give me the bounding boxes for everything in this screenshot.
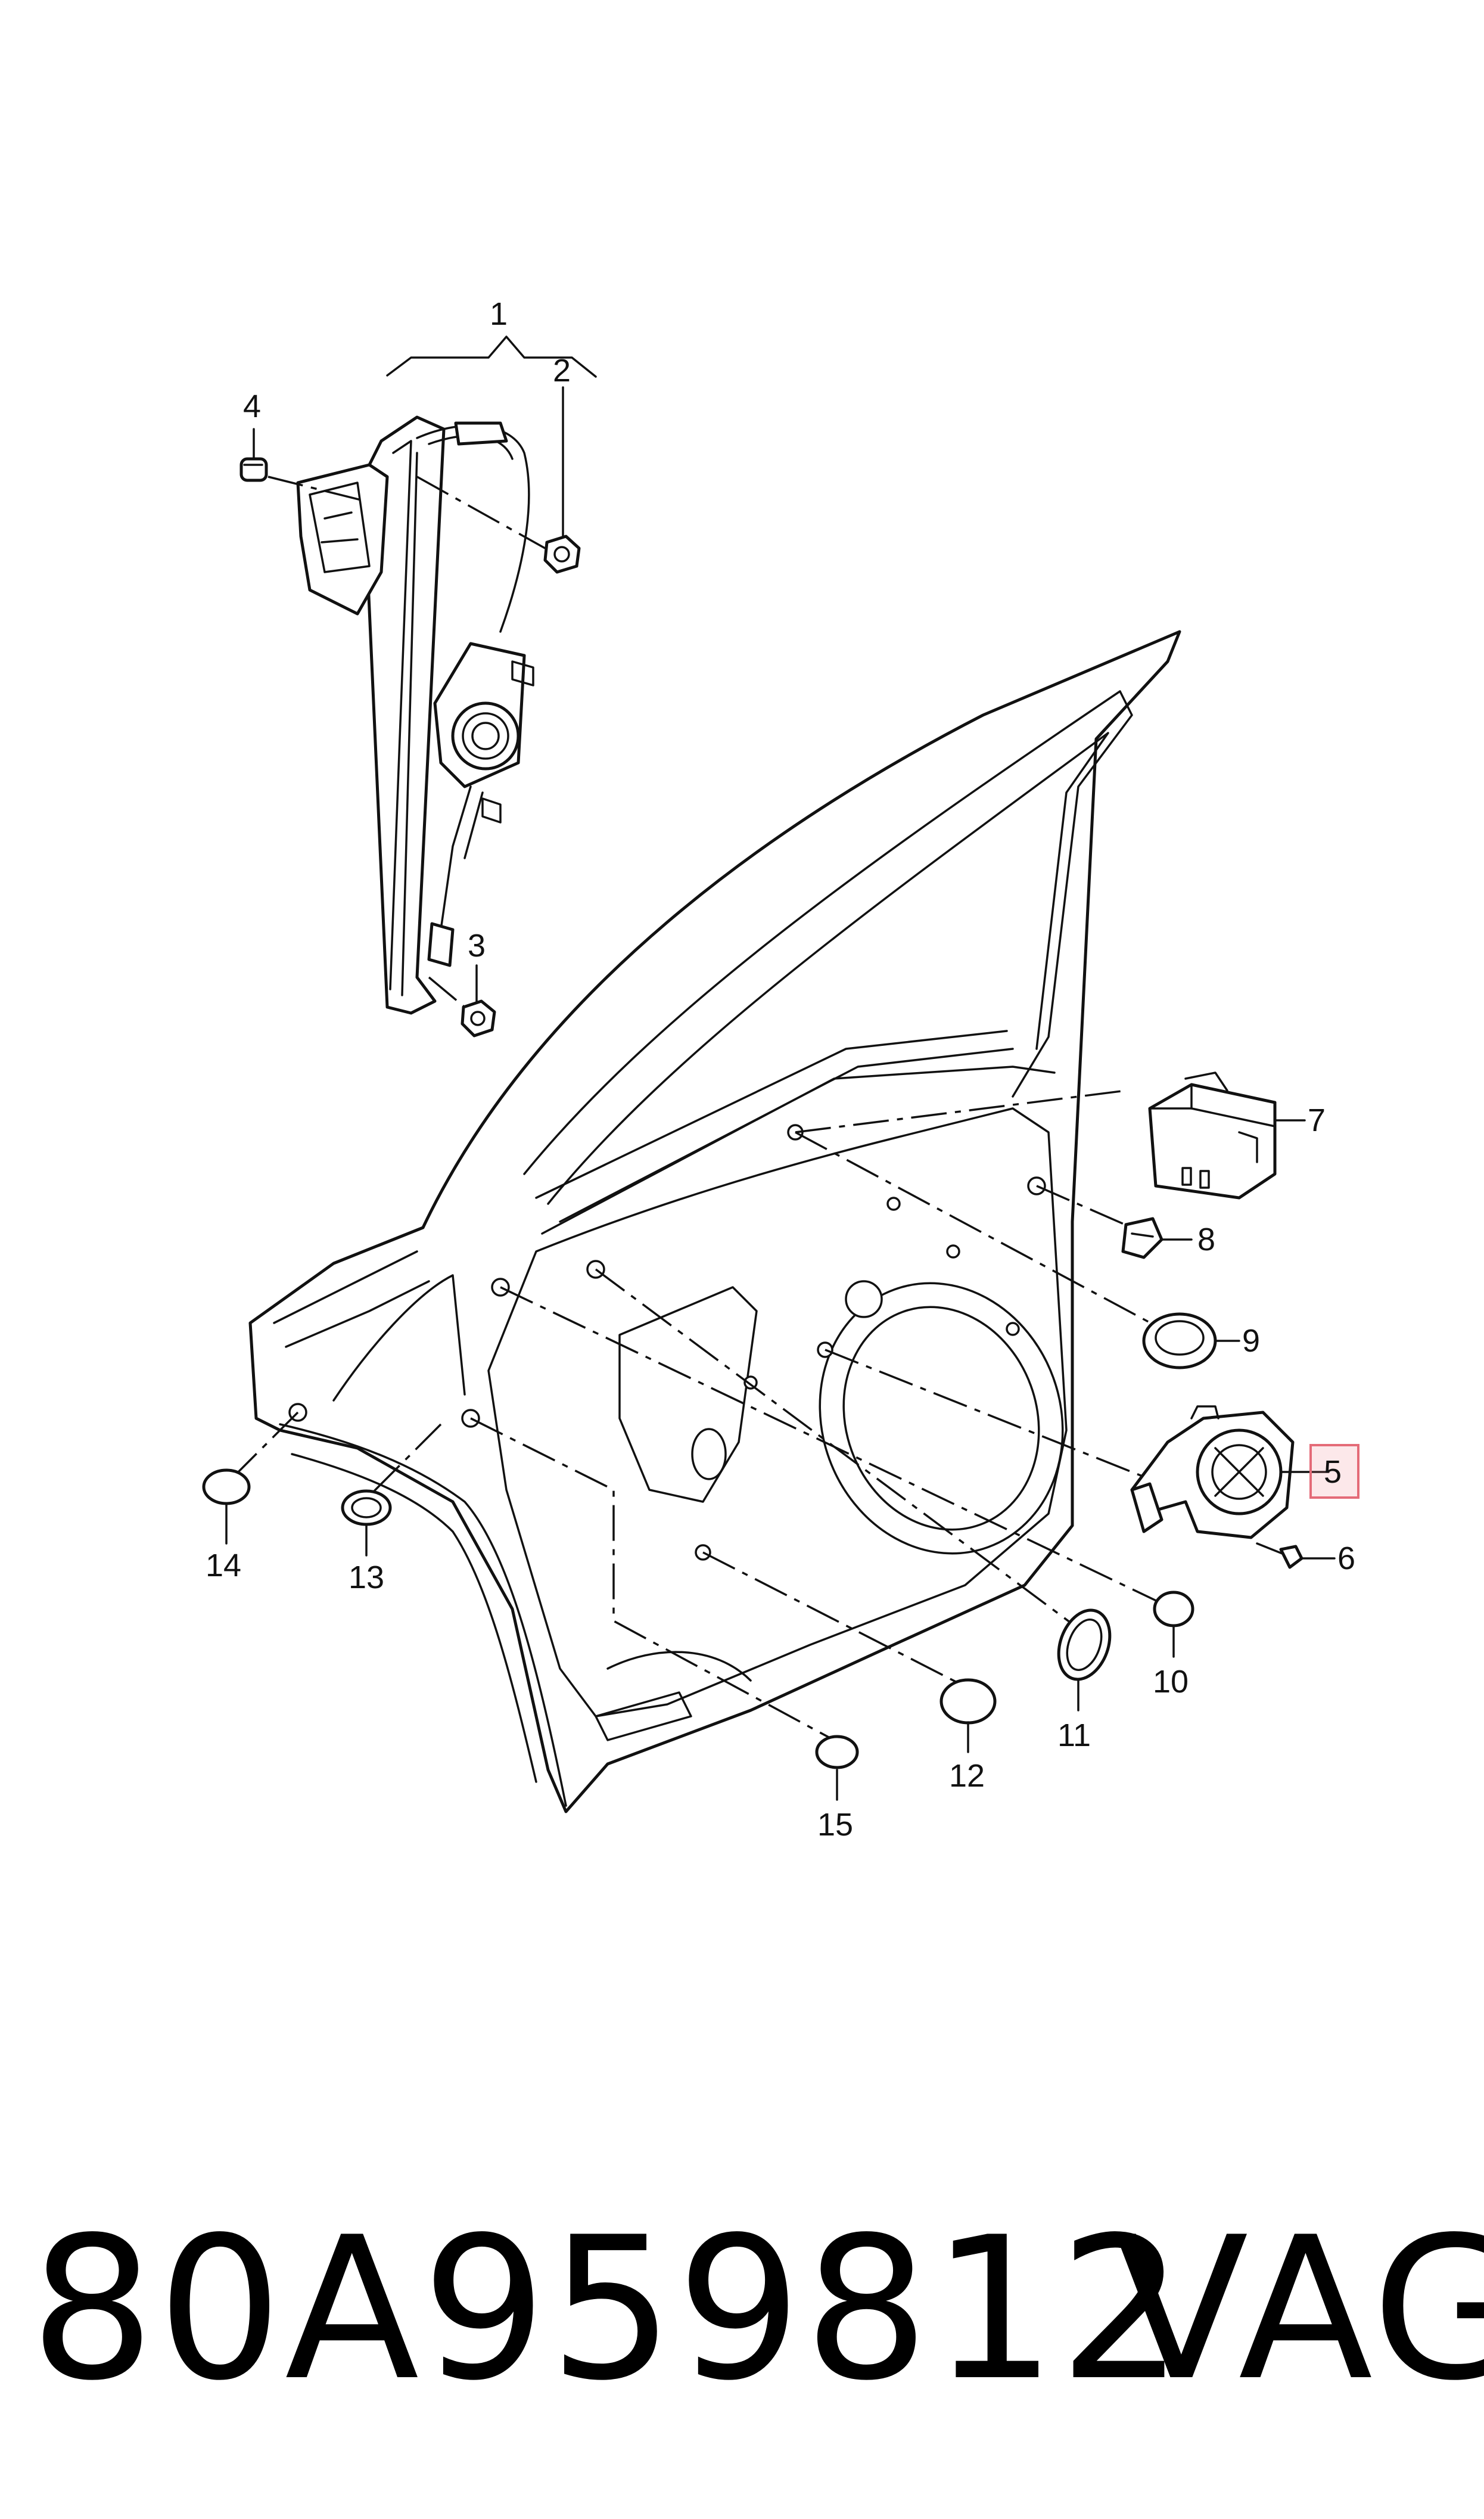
door-inner-panel bbox=[248, 630, 1181, 1813]
clip-part-4 bbox=[239, 457, 268, 482]
callout-11: 11 bbox=[1057, 1717, 1091, 1753]
ring-grommet-part-11 bbox=[1057, 1608, 1112, 1681]
callout-8: 8 bbox=[1197, 1222, 1215, 1257]
callout-9: 9 bbox=[1242, 1323, 1260, 1359]
callout-14: 14 bbox=[206, 1548, 241, 1583]
plug-part-14 bbox=[202, 1468, 251, 1505]
screw-part-6 bbox=[1256, 1542, 1303, 1569]
callout-12: 12 bbox=[949, 1758, 985, 1794]
ring-plug-part-13 bbox=[341, 1489, 392, 1526]
assembly-line-8 bbox=[1036, 1185, 1133, 1229]
callout-6: 6 bbox=[1337, 1540, 1355, 1576]
callout-4: 4 bbox=[243, 389, 261, 424]
grommet-part-9 bbox=[1142, 1312, 1217, 1369]
highlight-box-5 bbox=[1309, 1444, 1359, 1499]
callout-5: 5 bbox=[1324, 1454, 1342, 1490]
callout-10: 10 bbox=[1153, 1664, 1189, 1700]
assembly-line-9 bbox=[795, 1131, 1162, 1330]
window-motor-part-5 bbox=[1130, 1405, 1295, 1539]
clip-part-8 bbox=[1121, 1217, 1163, 1259]
nut-part-3 bbox=[461, 999, 496, 1038]
oval-plug-part-12 bbox=[939, 1678, 997, 1725]
brand-name: VAG bbox=[1114, 2195, 1484, 2424]
callout-7: 7 bbox=[1308, 1102, 1326, 1138]
plug-part-15 bbox=[815, 1735, 859, 1769]
leader-2-dash bbox=[416, 476, 546, 549]
callout-13: 13 bbox=[349, 1560, 384, 1595]
window-regulator-assembly bbox=[296, 336, 597, 1015]
assembly-line-14 bbox=[237, 1411, 299, 1473]
assembly-line-12 bbox=[702, 1551, 966, 1688]
leader-3-dash bbox=[428, 976, 466, 1008]
assembly-line-11 bbox=[595, 1268, 1085, 1634]
callout-1: 1 bbox=[490, 296, 508, 332]
control-module-part-7 bbox=[1148, 1071, 1277, 1200]
plug-part-10 bbox=[1153, 1591, 1194, 1627]
callout-2: 2 bbox=[553, 353, 571, 389]
callout-15: 15 bbox=[817, 1807, 853, 1843]
assembly-line-13 bbox=[368, 1423, 442, 1497]
assembly-line-15 bbox=[470, 1417, 835, 1741]
assembly-line-7 bbox=[795, 1089, 1127, 1133]
callout-3: 3 bbox=[468, 928, 486, 964]
leader-4-dash bbox=[267, 476, 364, 502]
assembly-line-5 bbox=[825, 1349, 1162, 1485]
part-number: 80A959812 bbox=[30, 2195, 1187, 2424]
nut-part-2 bbox=[543, 535, 581, 574]
